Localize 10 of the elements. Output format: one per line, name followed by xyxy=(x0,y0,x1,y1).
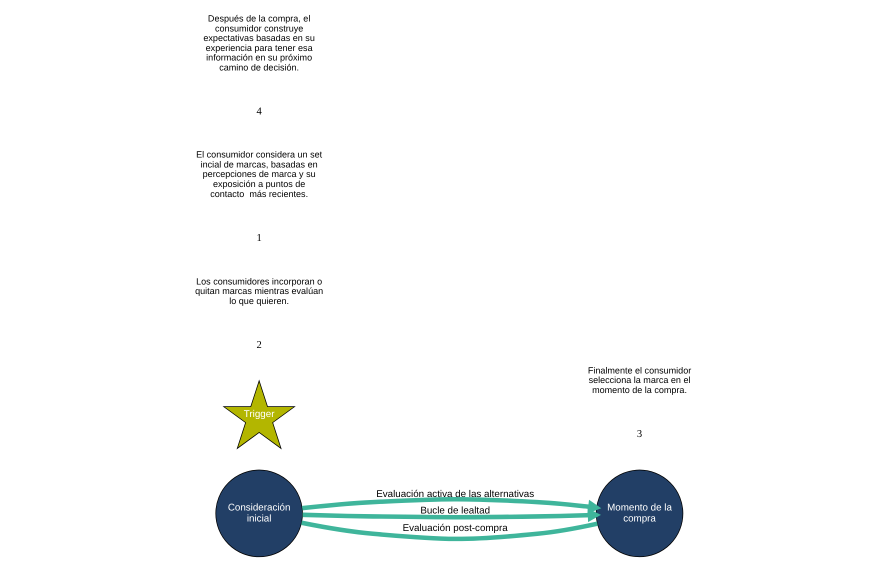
label: Los consumidores incorporan o quitan marcas mientras evalúan lo que quieren. xyxy=(195,276,324,306)
label: 3 xyxy=(636,429,642,440)
edge-label: Evaluación post-compra xyxy=(402,523,508,534)
label: Finalmente el consumidor selecciona la marca en el momento de la compra. xyxy=(588,365,692,395)
label: Después de la compra, el consumidor construye expectativas basadas en su experiencia para tener esa información en su próximo camino de decisión. xyxy=(203,13,315,72)
label: 2 xyxy=(256,340,262,352)
label: 4 xyxy=(256,106,262,118)
label: 1 xyxy=(256,232,262,244)
edge-label: Bucle de lealtad xyxy=(420,506,490,517)
label: El consumidor considera un set incial de marcas, basadas en percepciones de marca y su exposición a puntos de contacto más recientes. xyxy=(196,150,322,199)
